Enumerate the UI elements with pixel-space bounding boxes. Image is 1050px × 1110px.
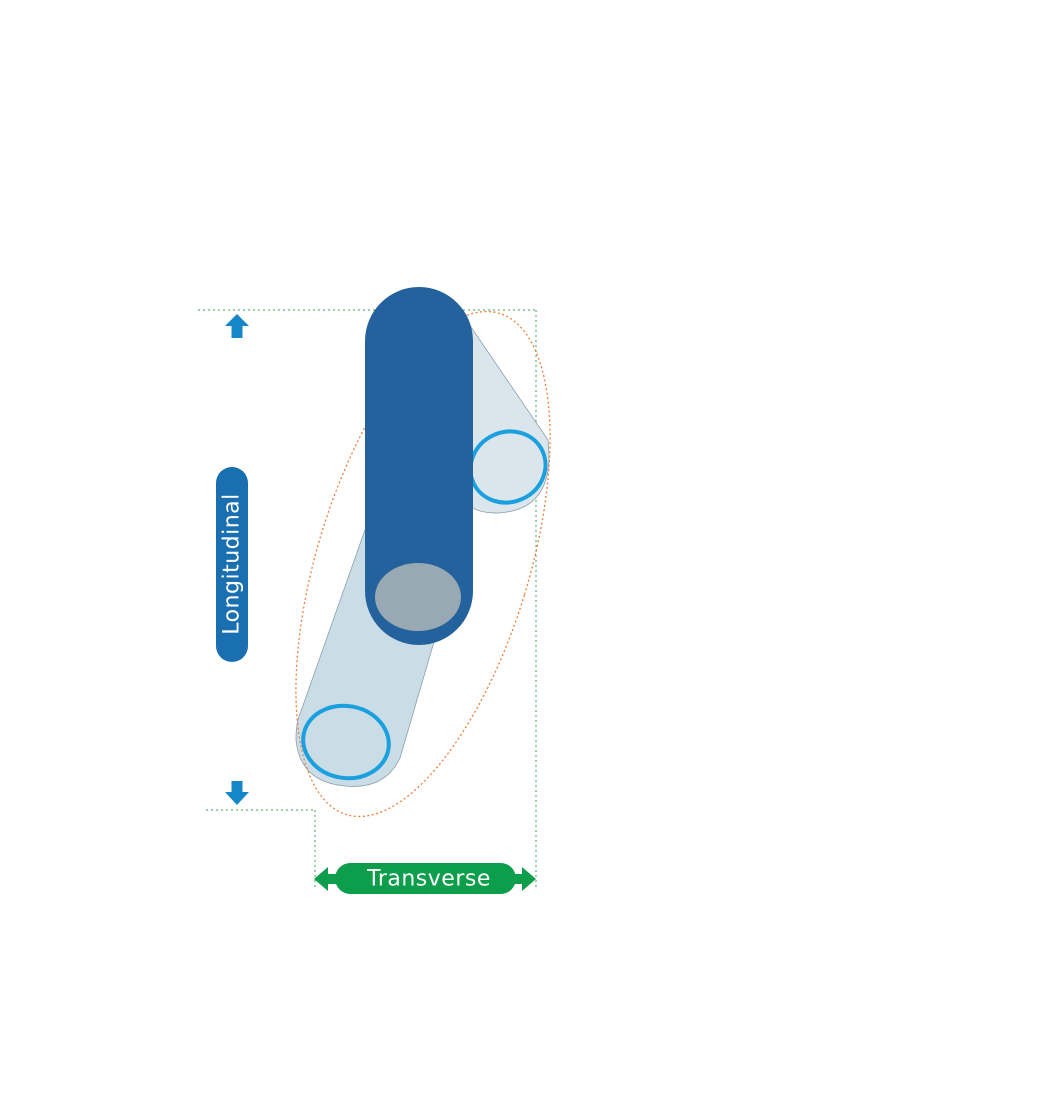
ghost-ring-upper [468,429,548,505]
longitudinal-badge: Longitudinal [216,467,248,662]
arrow-right-icon [505,867,536,891]
main-cylinder-end-face [375,563,461,631]
arrow-down-icon [225,781,249,805]
sweep-ellipse [295,310,551,818]
transverse-label: Transverse [366,867,491,892]
ghost-ring-lower [301,703,391,781]
arrow-left-icon [314,867,345,891]
longitudinal-badge-pill [216,467,248,662]
longitudinal-label: Longitudinal [220,493,245,635]
transverse-badge: Transverse [314,863,536,894]
main-cylinder-body [365,287,473,645]
arrow-up-icon [225,314,249,338]
transverse-badge-pill [335,863,516,894]
main-cylinder [365,287,473,645]
longitudinal-arrows [225,314,249,805]
guide-lines [198,309,537,888]
